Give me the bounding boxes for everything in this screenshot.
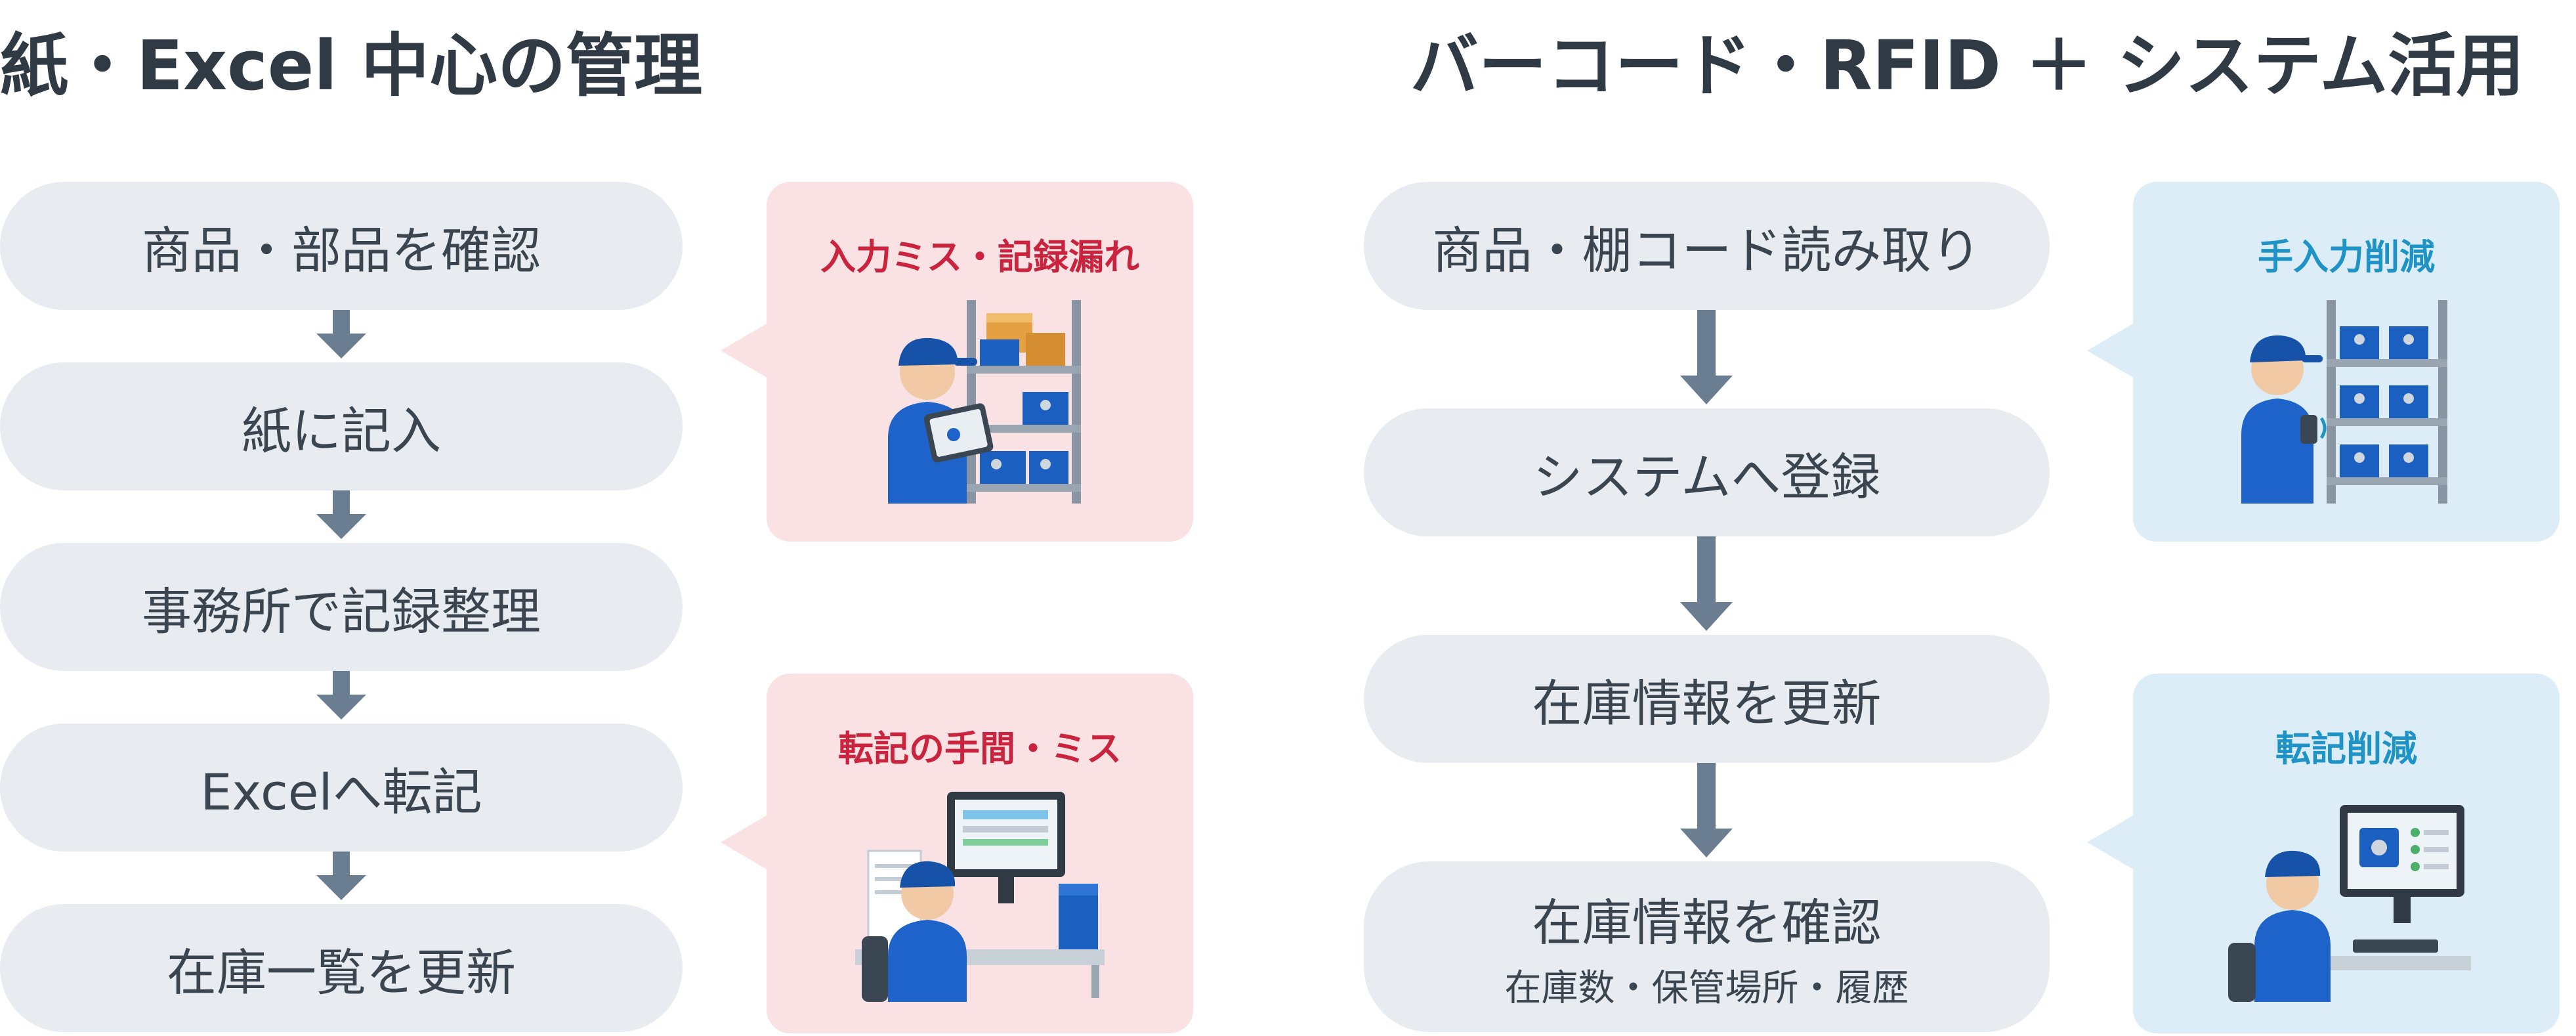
callout-label: 転記の手間・ミス	[838, 728, 1122, 769]
worker-at-desktop-with-papers-illustration	[855, 792, 1105, 1002]
step-sublabel: 在庫数・保管場所・履歴	[1504, 966, 1909, 1010]
step-label: 在庫情報を確認	[1532, 893, 1882, 952]
flow-arrow-down-icon	[308, 490, 374, 542]
step-label: システムへ登録	[1532, 447, 1881, 506]
callout-label: 入力ミス・記録漏れ	[820, 236, 1139, 278]
step-label: 紙に記入	[242, 401, 441, 460]
right-step-1: 商品・棚コード読み取り	[1364, 182, 2050, 310]
right-title: バーコード・RFID ＋ システム活用	[1410, 26, 2525, 106]
step-label: 商品・部品を確認	[142, 221, 541, 280]
right-step-4: 在庫情報を確認 在庫数・保管場所・履歴	[1364, 861, 2050, 1032]
left-step-3: 事務所で記録整理	[0, 543, 683, 671]
flow-arrow-down-icon	[308, 852, 374, 903]
flow-arrow-down-icon	[1674, 763, 1739, 861]
problem-callout-transcription: 転記の手間・ミス	[721, 674, 1193, 1033]
right-step-3: 在庫情報を更新	[1364, 635, 2050, 763]
benefit-callout-less-input: 手入力削減	[2087, 182, 2560, 542]
step-label: 在庫一覧を更新	[167, 943, 516, 1002]
flow-arrow-down-icon	[308, 671, 374, 722]
benefit-callout-less-transcription: 転記削減	[2087, 674, 2560, 1033]
left-step-5: 在庫一覧を更新	[0, 904, 683, 1032]
worker-at-computer-illustration	[2228, 805, 2471, 1002]
callout-label: 転記削減	[2275, 728, 2417, 769]
worker-scanning-shelf-illustration	[2241, 300, 2447, 504]
step-label: 商品・棚コード読み取り	[1432, 221, 1981, 280]
worker-with-tablet-at-shelf-illustration	[888, 300, 1081, 504]
flow-arrow-down-icon	[1674, 310, 1739, 408]
right-step-2: システムへ登録	[1364, 408, 2050, 536]
step-label: 事務所で記録整理	[142, 582, 541, 641]
left-title: 紙・Excel 中心の管理	[0, 26, 703, 106]
problem-callout-input-errors: 入力ミス・記録漏れ	[721, 182, 1193, 542]
flow-arrow-down-icon	[308, 310, 374, 361]
step-label: 在庫情報を更新	[1532, 674, 1882, 733]
left-step-2: 紙に記入	[0, 362, 683, 490]
left-step-1: 商品・部品を確認	[0, 182, 683, 310]
step-label: Excelへ転記	[200, 762, 482, 821]
flow-arrow-down-icon	[1674, 536, 1739, 635]
callout-label: 手入力削減	[2258, 236, 2435, 278]
left-step-4: Excelへ転記	[0, 723, 683, 852]
